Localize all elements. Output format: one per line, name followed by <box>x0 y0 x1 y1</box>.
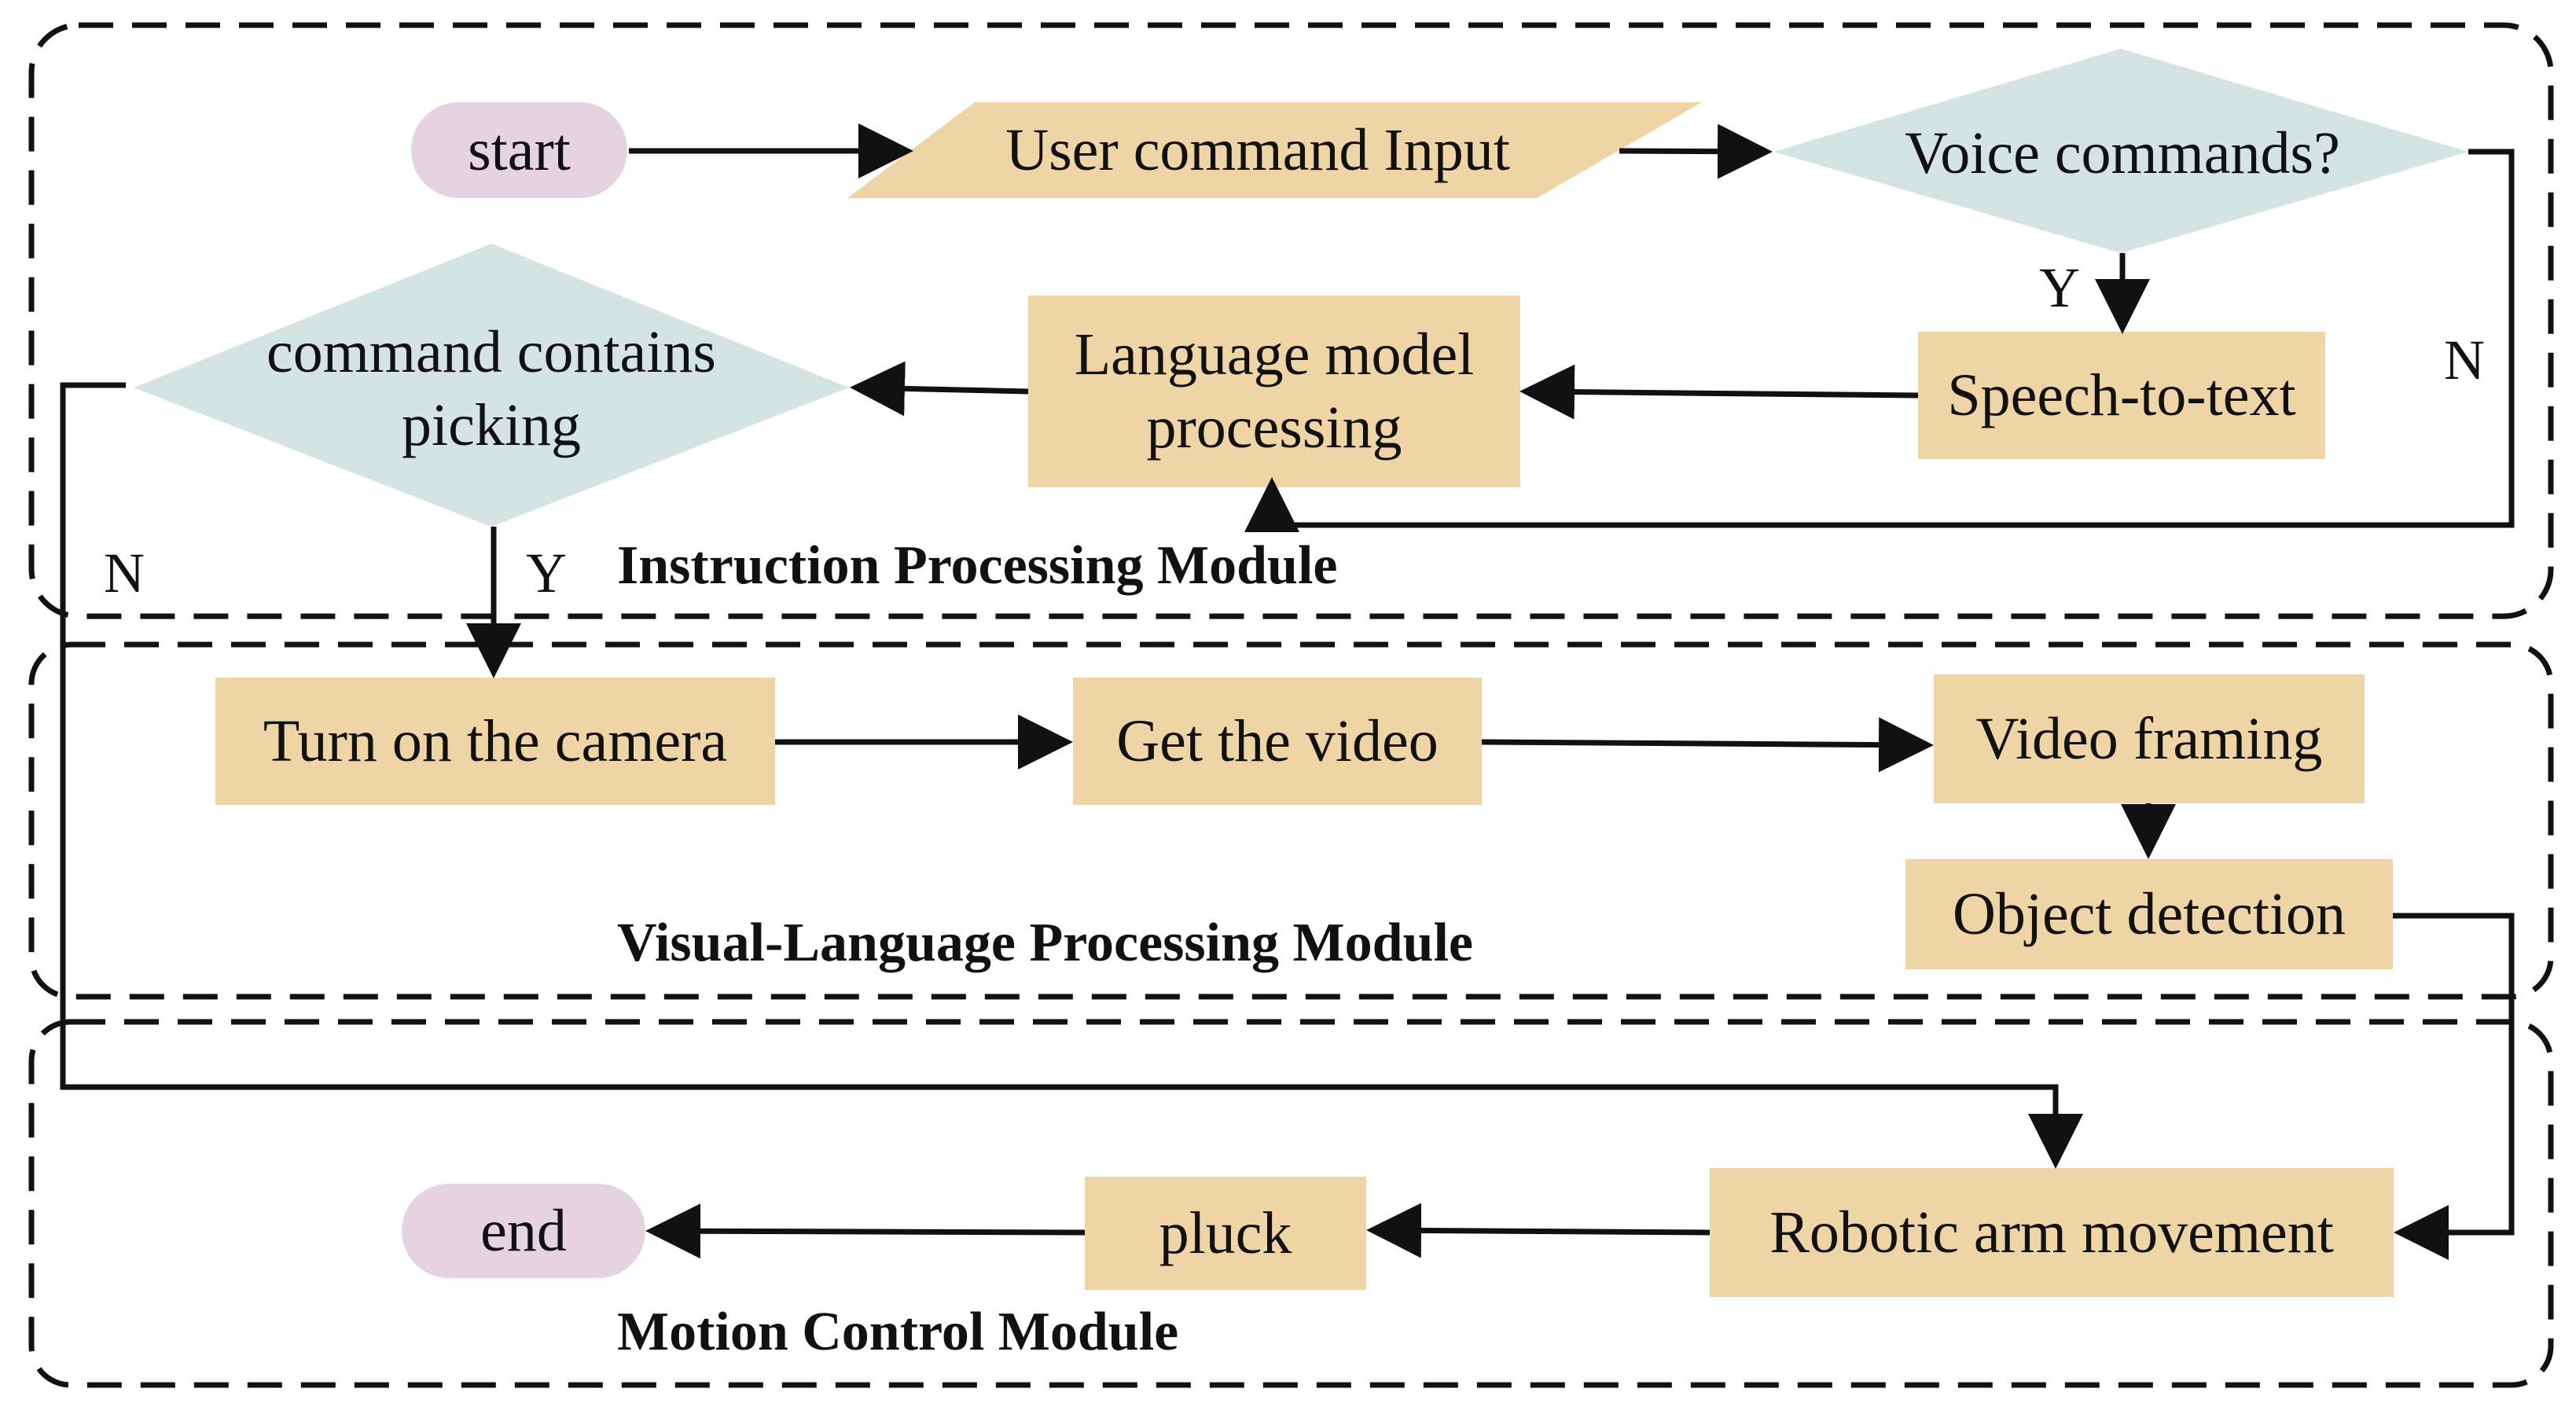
picking-decision-shape <box>134 244 849 527</box>
picking-no-label: N <box>104 542 145 605</box>
arrow-detection-to-arm <box>2393 913 2515 1260</box>
arrow-video-to-framing <box>1481 717 1934 773</box>
speech-to-text-box <box>1918 332 2325 459</box>
framing-box <box>1934 674 2365 803</box>
picking-decision-label: command contains picking <box>204 307 778 472</box>
camera-label: Turn on the camera <box>263 707 728 774</box>
arrow-voice-no <box>1244 149 2515 532</box>
camera-box <box>215 678 775 805</box>
picking-yes-label: Y <box>526 542 567 605</box>
picking-decision-line1: command contains <box>266 319 716 386</box>
arrow-lm-to-picking <box>850 361 1029 417</box>
motion-module-title: Motion Control Module <box>617 1302 1179 1362</box>
visual-module-title: Visual-Language Processing Module <box>617 913 1473 973</box>
picking-decision-line2: picking <box>402 392 581 458</box>
voice-decision-shape <box>1773 49 2468 253</box>
language-model-label: Language model processing <box>1028 296 1520 487</box>
instruction-module-title: Instruction Processing Module <box>617 535 1338 596</box>
arrow-speech-to-lm <box>1520 364 1919 420</box>
arrow-pluck-to-end <box>645 1203 1086 1259</box>
arm-box <box>1710 1168 2394 1297</box>
speech-to-text-label: Speech-to-text <box>1947 362 2296 428</box>
voice-no-label: N <box>2444 329 2485 392</box>
instruction-module-boundary <box>28 22 2554 619</box>
get-video-label: Get the video <box>1116 707 1439 774</box>
start-label: start <box>468 116 571 183</box>
user-input-shape <box>847 102 1702 198</box>
end-terminal <box>402 1184 645 1278</box>
motion-module-boundary <box>28 1019 2554 1388</box>
pluck-label: pluck <box>1159 1199 1292 1266</box>
language-model-line1: Language model <box>1074 321 1475 388</box>
user-input-label: User command Input <box>1005 116 1510 183</box>
voice-yes-label: Y <box>2039 256 2080 320</box>
end-label: end <box>480 1197 567 1264</box>
pluck-box <box>1085 1177 1366 1290</box>
arrow-arm-to-pluck <box>1366 1203 1711 1258</box>
get-video-box <box>1073 678 1482 805</box>
language-model-line2: processing <box>1146 395 1402 461</box>
visual-module-boundary <box>28 641 2554 1000</box>
voice-decision-label: Voice commands? <box>1905 119 2340 186</box>
detection-label: Object detection <box>1952 880 2346 947</box>
arrow-input-to-voice <box>1619 123 1773 179</box>
arm-label: Robotic arm movement <box>1769 1199 2334 1266</box>
start-terminal <box>411 102 627 198</box>
framing-label: Video framing <box>1975 705 2323 772</box>
language-model-box <box>1028 296 1520 487</box>
arrow-picking-no <box>60 382 2083 1169</box>
detection-box <box>1905 859 2393 969</box>
